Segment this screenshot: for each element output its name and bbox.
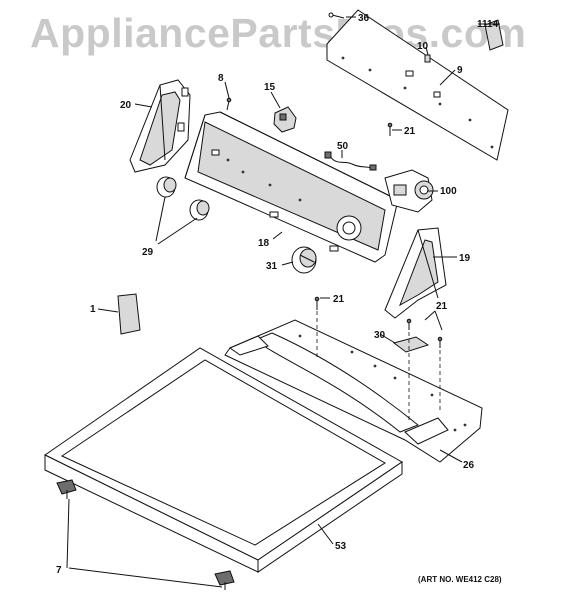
hinge-part-7-left [56, 479, 77, 499]
screw-part-8 [226, 97, 232, 111]
callout-9: 9 [457, 65, 463, 76]
callout-31: 31 [266, 261, 278, 272]
callout-15: 15 [264, 82, 276, 93]
callout-20: 20 [120, 100, 132, 111]
callout-36: 36 [358, 13, 370, 24]
screw-part-36 [328, 12, 345, 19]
knob-part-29-upper [156, 176, 177, 198]
rear-panel-part-9 [326, 9, 509, 161]
callout-21-middle: 21 [333, 294, 345, 305]
knob-part-29-lower [189, 199, 210, 221]
callout-7: 7 [56, 565, 62, 576]
top-frame-part-26 [224, 319, 483, 463]
clip-part-10 [424, 54, 431, 63]
hinge-part-7-right [214, 570, 235, 590]
label-part-1114 [484, 19, 504, 51]
bracket-part-30 [392, 336, 430, 353]
top-cover-part-53 [44, 347, 403, 573]
end-cap-part-20 [129, 79, 191, 173]
callout-labels: 1114 36 10 9 8 15 20 21 50 100 29 18 19 … [56, 13, 499, 576]
callout-30: 30 [374, 330, 386, 341]
callout-21-right: 21 [436, 301, 448, 312]
callout-19: 19 [459, 253, 471, 264]
screw-part-21-right [406, 318, 443, 348]
assembly-guide-lines [316, 311, 441, 420]
label-part-1 [117, 293, 141, 335]
switch-part-15 [273, 106, 297, 133]
callout-10: 10 [417, 41, 429, 52]
control-panel-part-18 [184, 111, 399, 263]
timer-knob-part-31 [291, 246, 317, 274]
callout-1114: 1114 [477, 19, 499, 30]
callout-26: 26 [463, 460, 475, 471]
leader-lines [66, 16, 500, 588]
callout-18: 18 [258, 238, 270, 249]
callout-50: 50 [337, 141, 349, 152]
wire-harness-part-50 [324, 151, 377, 171]
callout-53: 53 [335, 541, 347, 552]
screw-part-21-middle [314, 296, 320, 310]
screw-part-21-upper [387, 122, 393, 136]
timer-part-100 [384, 169, 434, 213]
end-cap-part-19 [384, 227, 447, 319]
callout-100: 100 [440, 186, 457, 197]
watermark: AppliancePartsPros.com [30, 10, 527, 56]
callout-8: 8 [218, 73, 224, 84]
art-number: (ART NO. WE412 C28) [418, 575, 502, 584]
callout-1: 1 [90, 304, 96, 315]
callout-21-upper: 21 [404, 126, 416, 137]
callout-29: 29 [142, 247, 154, 258]
